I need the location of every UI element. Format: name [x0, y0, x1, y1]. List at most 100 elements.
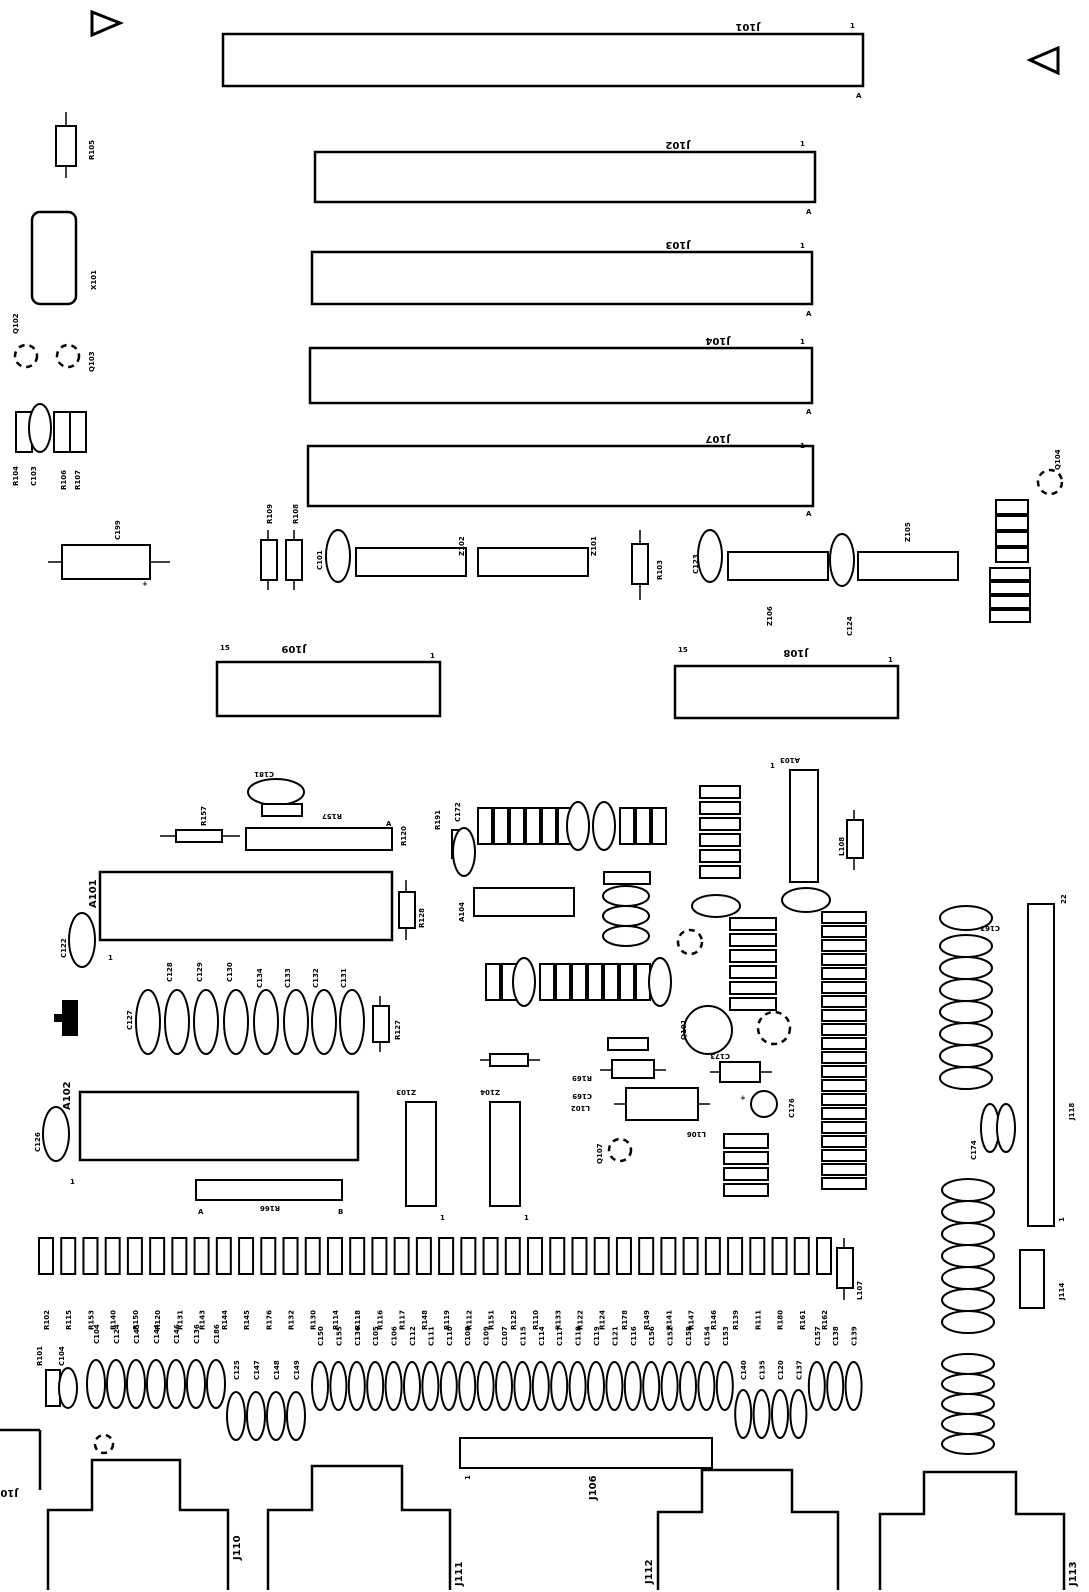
svg-text:Q107: Q107 [596, 1143, 604, 1164]
svg-text:C103: C103 [30, 466, 38, 486]
capacitor-c126: C126 [34, 1106, 70, 1162]
svg-text:C169: C169 [572, 1092, 592, 1100]
resistor-row-label: R102 [43, 1310, 51, 1330]
capacitor-row-item [642, 1361, 661, 1411]
capacitor-row-item [166, 1359, 186, 1409]
svg-text:R107: R107 [74, 470, 82, 490]
capacitor-row-label: C186 [213, 1324, 221, 1344]
capacitor-row-label: C107 [501, 1326, 509, 1346]
resistor-row-item [438, 1237, 455, 1275]
svg-text:1: 1 [800, 338, 805, 346]
capacitor-row-label: C106 [391, 1326, 399, 1346]
capacitor-c102-electrolytic: Q101 [680, 1005, 733, 1055]
svg-text:+: + [740, 1094, 746, 1102]
capacitor-row-item [587, 1361, 605, 1411]
svg-text:C130: C130 [226, 962, 234, 982]
svg-text:J114: J114 [1058, 1283, 1066, 1301]
resistor-row-label: R176 [265, 1310, 273, 1330]
capacitor-c101: C101 [316, 529, 351, 583]
capacitor-row-label: C154 [703, 1326, 711, 1346]
svg-text:1: 1 [800, 442, 805, 450]
resistor-row-label: R118 [354, 1310, 362, 1330]
resistor-row-label: R112 [465, 1310, 473, 1330]
svg-text:L106: L106 [687, 1130, 706, 1138]
capacitor-row-label: C121 [611, 1326, 619, 1346]
svg-text:X101: X101 [90, 270, 98, 290]
capacitor-row-item [347, 1361, 366, 1411]
resistor-row-item [638, 1237, 655, 1275]
resistor-row-label: R130 [310, 1310, 318, 1330]
parts-r101-c104: R101 C104 [36, 1346, 78, 1409]
inductor-l107: L107 [836, 1238, 864, 1300]
resistor-row-item [571, 1237, 588, 1275]
svg-text:Z102: Z102 [458, 536, 466, 556]
connector-j118: J118 22 1 [1027, 894, 1076, 1227]
svg-text:R191: R191 [434, 810, 442, 830]
svg-text:1: 1 [888, 656, 893, 664]
capacitor-row-label: C145 [133, 1324, 141, 1344]
svg-text:C131: C131 [340, 968, 348, 988]
resistor-row-label: R147 [688, 1310, 696, 1330]
svg-text:A102: A102 [62, 1081, 73, 1110]
capacitor-row-label: C144 [153, 1324, 161, 1344]
svg-text:C132: C132 [312, 968, 320, 988]
capacitor-row-label: C116 [630, 1326, 638, 1346]
capacitor-c174: C174 [970, 1103, 1016, 1160]
capacitor-row-label: C124 [113, 1324, 121, 1344]
svg-text:R108: R108 [292, 504, 300, 524]
capacitor-row-label: C140 [740, 1360, 748, 1380]
resistor-row-label: R162 [821, 1310, 829, 1330]
resistor-row-item [60, 1237, 77, 1275]
resistor-row-item [816, 1237, 832, 1275]
ic-z105: Z105 [857, 522, 959, 581]
svg-text:C127: C127 [126, 1010, 134, 1030]
resistor-row-item [549, 1237, 566, 1275]
capacitor-row-item [311, 1361, 329, 1411]
capacitor-row-label: C135 [759, 1360, 767, 1380]
resistor-row-item [304, 1237, 321, 1275]
resistor-row-label: R151 [488, 1310, 496, 1330]
connector-j102: J102 1 A [313, 139, 817, 216]
capacitor-row-label: C125 [233, 1360, 241, 1380]
connector-j108: J108 15 1 [673, 646, 900, 720]
svg-text:15: 15 [220, 644, 230, 652]
capacitor-c181: C181 [247, 770, 305, 806]
capacitor-row-item [246, 1391, 266, 1441]
capacitor-row-label: C139 [851, 1326, 859, 1346]
svg-text:R157: R157 [200, 806, 208, 826]
svg-text:R109: R109 [266, 504, 274, 524]
svg-text:J102: J102 [665, 139, 691, 150]
svg-text:15: 15 [678, 646, 688, 654]
transistor-q104: Q104 [1036, 449, 1064, 496]
transistor-q102: Q102 [12, 313, 39, 369]
svg-text:1: 1 [1058, 1217, 1066, 1222]
svg-text:A: A [198, 1208, 204, 1216]
resistor-row-item [482, 1237, 499, 1275]
svg-text:1: 1 [464, 1475, 472, 1480]
capacitor-row-item [660, 1361, 679, 1411]
svg-text:A: A [806, 510, 812, 518]
svg-text:R120: R120 [400, 826, 408, 846]
capacitor-row-item [286, 1391, 306, 1441]
svg-text:1: 1 [800, 140, 805, 148]
capacitor-row-item [826, 1361, 845, 1411]
resistor-row-label: R148 [421, 1310, 429, 1330]
capacitor-row-item [715, 1361, 734, 1411]
resistor-row-item [393, 1237, 410, 1275]
svg-text:J104: J104 [705, 335, 731, 346]
resistor-r108: R108 [285, 504, 303, 590]
capacitor-row-item [605, 1361, 624, 1411]
svg-text:C181: C181 [254, 770, 274, 778]
svg-text:R169: R169 [572, 1074, 592, 1082]
resistor-row-label: R139 [732, 1310, 740, 1330]
svg-text:R157: R157 [322, 812, 342, 820]
ic-r120-network: R120 A [245, 820, 408, 851]
capacitor-row-label: C158 [685, 1326, 693, 1346]
capacitor-row-item [366, 1361, 385, 1411]
svg-text:C134: C134 [256, 968, 264, 988]
resistor-row-label: R122 [576, 1310, 584, 1330]
ic-z104b: Z104 1 [480, 1088, 529, 1222]
capacitor-row-label: C147 [253, 1360, 261, 1380]
resistor-r105: R105 [55, 112, 96, 178]
resistor-row-item [149, 1237, 166, 1275]
